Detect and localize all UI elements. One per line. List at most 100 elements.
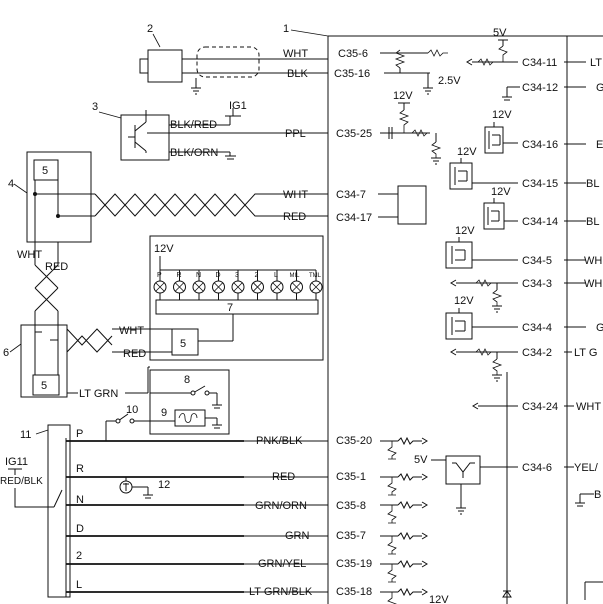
lamp-label: TML — [309, 273, 322, 279]
right-wire-lt-g: LT G — [574, 347, 597, 359]
right-wire-wh-3: WH — [584, 278, 602, 290]
right-wire-yel: YEL/ — [574, 462, 599, 474]
ref-9: 9 — [161, 407, 167, 419]
input-c34-24: C34-24 WHT — [472, 401, 601, 413]
conn-c34-17: C34-17 — [336, 212, 372, 224]
conn-c34-24: C34-24 — [522, 401, 558, 413]
wire-blk-red: BLK/RED — [170, 119, 217, 131]
shift-p: P — [76, 428, 83, 440]
conn-c35-20: C35-20 — [336, 435, 372, 447]
conn-c34-3: C34-3 — [522, 278, 552, 290]
sensor-4: 4 5 WHT RED — [8, 151, 95, 325]
conn-c34-4: C34-4 — [522, 322, 552, 334]
pulldown-resistor — [387, 477, 397, 496]
driver-c34-5: 12V C34-5 WH — [445, 225, 602, 269]
sensor-2: 2 WHT BLK C35-6 C35-16 2.5V — [139, 23, 461, 95]
control-module-box: 1 — [283, 23, 603, 604]
lamp-label: D — [216, 272, 221, 279]
right-wire-b: B — [594, 489, 601, 501]
wire-red-4: RED — [272, 471, 295, 483]
wire-grn: GRN — [285, 530, 310, 542]
range-switch-11: 11 IG11 RED/BLK P R N D 2 L 12 PNK/BLK R… — [0, 421, 449, 604]
wire-red-2: RED — [283, 211, 306, 223]
conn-c35-19: C35-19 — [336, 558, 372, 570]
wire-ppl: PPL — [285, 128, 306, 140]
wire-grn-orn: GRN/ORN — [255, 500, 307, 512]
right-wire-wh-5: WH — [584, 255, 602, 267]
conn-c35-1: C35-1 — [336, 471, 366, 483]
right-wire-lt: LT — [590, 57, 602, 69]
pulldown-resistor — [387, 564, 397, 583]
wire-grn-yel: GRN/YEL — [258, 558, 306, 570]
right-wire-e: E — [596, 139, 603, 151]
wire-red-blk: RED/BLK — [0, 476, 43, 487]
input-c34-6: 5V C34-6 YEL/ B — [414, 372, 603, 604]
gauge-6: 6 5 WHT RED LT GRN — [3, 324, 150, 400]
lamp-label: 2 — [255, 272, 259, 279]
ref-5-c: 5 — [180, 338, 186, 350]
lamp-n: N — [192, 270, 206, 300]
lamp-d: D — [212, 270, 225, 300]
volt-12v-c: 12V — [491, 186, 511, 198]
switch-8-relay-9: 8 9 10 — [106, 369, 230, 435]
wire-wht-3: WHT — [119, 325, 144, 337]
right-wire-g: G — [596, 82, 603, 94]
ref-10: 10 — [126, 404, 138, 416]
pulldown-resistor — [387, 592, 397, 604]
volt-ig1: IG1 — [229, 100, 247, 112]
right-wire-bl-14: BL — [586, 216, 599, 228]
shift-n: N — [76, 494, 84, 506]
lamp-l: L — [270, 270, 284, 300]
conn-c34-16: C34-16 — [522, 139, 558, 151]
lamp-label: P — [157, 272, 162, 279]
volt-5v-top: 5V — [493, 27, 507, 39]
lamp-label: N — [196, 272, 201, 279]
conn-c34-6: C34-6 — [522, 462, 552, 474]
ref-7: 7 — [227, 302, 233, 314]
volt-12v-e: 12V — [454, 295, 474, 307]
sensor-3: 3 BLK/RED IG1 BLK/ORN PPL C35-25 12V — [92, 90, 442, 165]
volt-12v-a: 12V — [492, 109, 512, 121]
volt-12v-bottom: 12V — [429, 594, 449, 604]
input-resistor — [380, 531, 428, 541]
ref-8: 8 — [184, 374, 190, 386]
wire-wht-left: WHT — [17, 249, 42, 261]
lamp-3: 3 — [231, 270, 245, 300]
lamp-label: 3 — [235, 272, 239, 279]
wire-wht-1: WHT — [283, 48, 308, 60]
driver-c34-14: 12V C34-14 BL — [483, 186, 599, 230]
lamp-p: P — [153, 270, 167, 300]
conn-c34-7: C34-7 — [336, 189, 366, 201]
ref-11: 11 — [20, 429, 31, 441]
shift-2: 2 — [76, 550, 82, 562]
wire-pnk-blk: PNK/BLK — [256, 435, 303, 447]
lamp-2: 2 — [251, 270, 264, 300]
wire-lt-grn-blk: LT GRN/BLK — [249, 586, 313, 598]
lamp-label: MIL — [290, 273, 301, 279]
conn-c35-8: C35-8 — [336, 500, 366, 512]
pulldown-resistor — [387, 536, 397, 555]
input-resistor — [380, 472, 428, 482]
conn-c35-6: C35-6 — [338, 48, 368, 60]
input-resistor — [380, 559, 428, 569]
right-wire-wht-24: WHT — [576, 401, 601, 413]
conn-c35-25: C35-25 — [336, 128, 372, 140]
conn-c34-2: C34-2 — [522, 347, 552, 359]
wire-red-3: RED — [123, 348, 146, 360]
volt-2-5v: 2.5V — [438, 75, 461, 87]
input-c34-3: C34-3 WH — [450, 278, 602, 313]
volt-ig11: IG11 — [5, 456, 28, 468]
conn-c34-15: C34-15 — [522, 178, 558, 190]
wire-blk-orn: BLK/ORN — [170, 147, 218, 159]
conn-c34-11: C34-11 — [522, 57, 557, 69]
ref-3: 3 — [92, 101, 98, 113]
input-resistor — [380, 436, 428, 446]
ref-5-b: 5 — [41, 380, 47, 392]
wire-blk-1: BLK — [287, 68, 308, 80]
input-c34-2: C34-2 LT G — [450, 347, 597, 382]
shift-r: R — [76, 463, 84, 475]
right-wire-g-4: G — [596, 322, 603, 334]
ref-1: 1 — [283, 23, 289, 35]
